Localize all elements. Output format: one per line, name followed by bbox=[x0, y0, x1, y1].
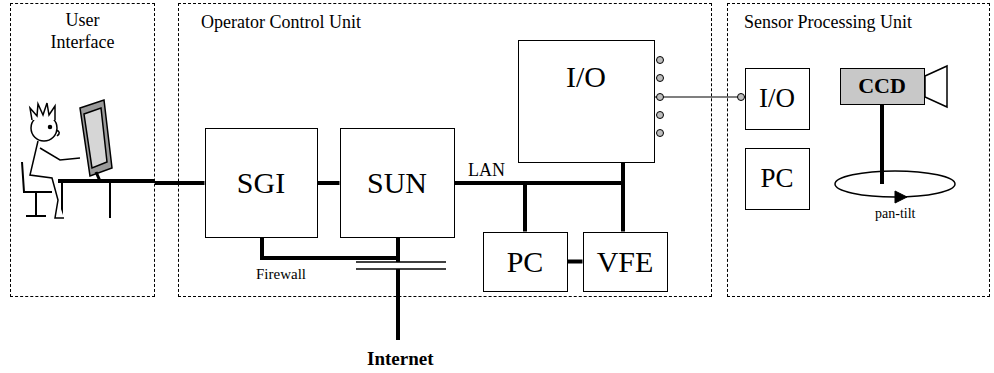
computer-box: SUN bbox=[340, 128, 455, 238]
box-label: SGI bbox=[237, 165, 285, 201]
region-panel: Sensor Processing UnitI/O CCD PC bbox=[727, 3, 990, 297]
network-link bbox=[568, 261, 583, 262]
computer-box: SGI bbox=[205, 128, 318, 238]
box-label: PC bbox=[760, 162, 793, 194]
region-panel: User Interface bbox=[10, 3, 155, 297]
computer-box: PC bbox=[745, 148, 810, 210]
connector-line bbox=[621, 163, 625, 232]
processor-box: VFE bbox=[583, 232, 668, 292]
region-panel: Operator Control UnitI/O SGI SUN PC VFE bbox=[178, 3, 712, 297]
box-label: VFE bbox=[597, 244, 654, 280]
connector-line bbox=[155, 181, 205, 185]
box-label: SUN bbox=[367, 165, 427, 201]
region-title: Sensor Processing Unit bbox=[744, 12, 912, 34]
serial-link bbox=[655, 97, 745, 98]
computer-box: PC bbox=[483, 232, 568, 292]
connector-line bbox=[655, 96, 745, 97]
connector-pins bbox=[657, 57, 745, 137]
pan-tilt-camera bbox=[835, 66, 955, 203]
box-label: I/O bbox=[759, 82, 795, 114]
internet-wiring bbox=[262, 238, 446, 340]
network-link bbox=[623, 163, 624, 232]
network-link bbox=[525, 163, 623, 232]
io-box: I/O bbox=[518, 40, 655, 163]
pan-tilt-label: pan-tilt bbox=[875, 206, 915, 222]
io-box: I/O bbox=[745, 68, 810, 130]
region-title: Operator Control Unit bbox=[201, 12, 361, 34]
network-label: LAN bbox=[468, 160, 505, 181]
box-label: I/O bbox=[566, 59, 606, 95]
box-label: CCD bbox=[858, 73, 906, 99]
region-title: User Interface bbox=[33, 10, 133, 53]
connector-line bbox=[568, 260, 583, 264]
user-illustration bbox=[22, 100, 155, 218]
firewall-label: Firewall bbox=[256, 266, 306, 283]
connector-line bbox=[318, 181, 340, 185]
internet-label: Internet bbox=[367, 348, 433, 370]
network-link bbox=[155, 183, 205, 184]
camera-box: CCD bbox=[840, 68, 925, 105]
box-label: PC bbox=[507, 244, 544, 280]
network-link bbox=[318, 183, 340, 184]
connector-line bbox=[525, 163, 623, 232]
